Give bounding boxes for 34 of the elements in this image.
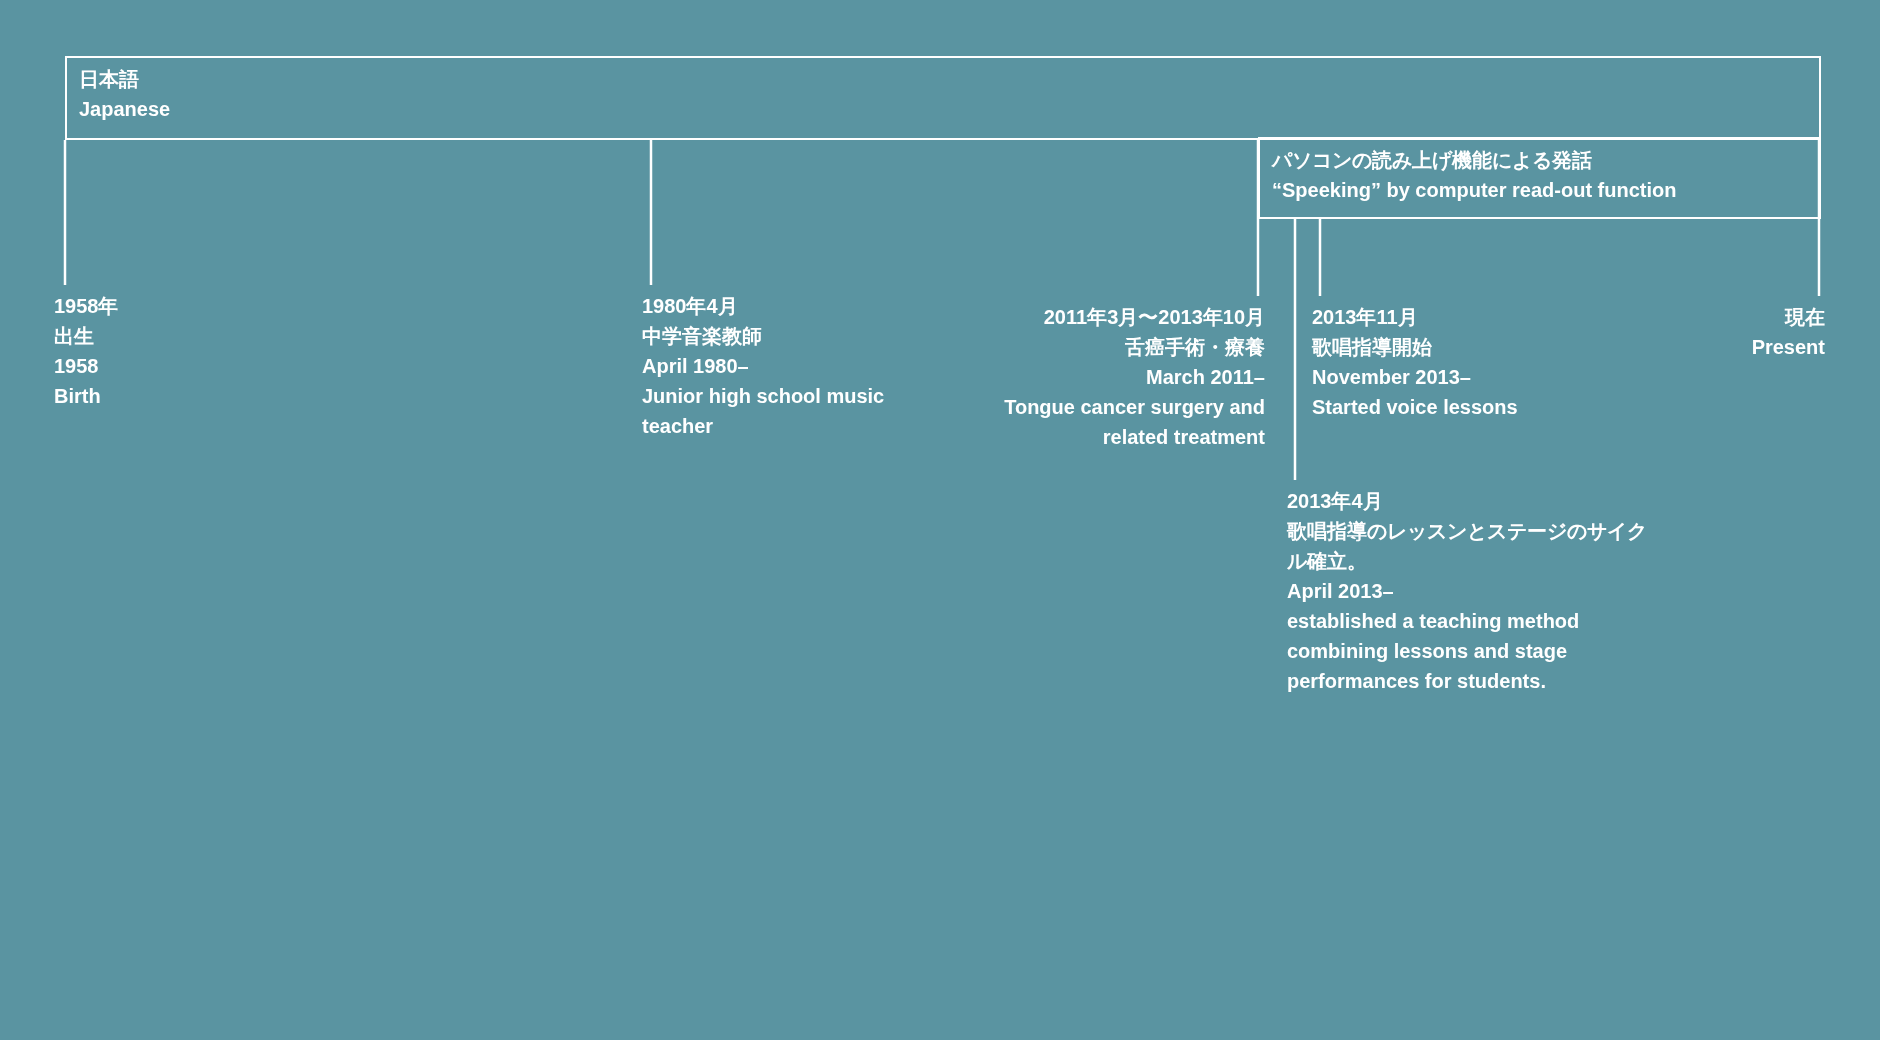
event-text: established a teaching method combining lessons and stage performances for students. <box>1287 609 1581 694</box>
timeline-line <box>1256 140 1260 296</box>
date-text: March 2011– <box>1145 365 1265 390</box>
date-text: 2013年4月 <box>1287 489 1384 514</box>
band-heading: 日本語 <box>79 67 140 92</box>
band-heading: パソコンの読み上げ機能による発話 <box>1272 148 1593 173</box>
timeline-line <box>649 140 653 285</box>
date-text: April 1980– <box>642 354 750 379</box>
event-text: 出生 <box>54 324 95 349</box>
timeline-line <box>63 140 67 285</box>
date-text: 1958年 <box>54 294 120 319</box>
event-text: 中学音楽教師 <box>642 324 763 349</box>
timeline-line <box>1817 140 1821 296</box>
band-heading: Japanese <box>79 97 172 122</box>
date-text: 2013年11月 <box>1312 305 1419 330</box>
timeline-line <box>1318 219 1322 296</box>
event-text: 歌唱指導のレッスンとステージのサイクル確立。 <box>1287 519 1647 574</box>
date-text: November 2013– <box>1312 365 1472 390</box>
timeline-line <box>1293 219 1297 480</box>
event-text: 舌癌手術・療養 <box>1124 335 1265 360</box>
date-text: April 2013– <box>1287 579 1395 604</box>
event-text: Present <box>1750 335 1825 360</box>
event-text: Started voice lessons <box>1312 395 1519 420</box>
date-text: 現在 <box>1783 305 1825 330</box>
date-text: 2011年3月〜2013年10月 <box>1042 305 1265 330</box>
date-text: 1980年4月 <box>642 294 739 319</box>
event-text: Tongue cancer surgery and related treatment <box>1003 395 1265 450</box>
date-text: 1958 <box>54 354 100 379</box>
period-band <box>1258 137 1821 219</box>
event-text: Junior high school music teacher <box>642 384 886 439</box>
event-text: 歌唱指導開始 <box>1312 335 1433 360</box>
period-band <box>65 56 1821 140</box>
band-heading: “Speeking” by computer read-out function <box>1272 178 1678 203</box>
event-text: Birth <box>54 384 102 409</box>
